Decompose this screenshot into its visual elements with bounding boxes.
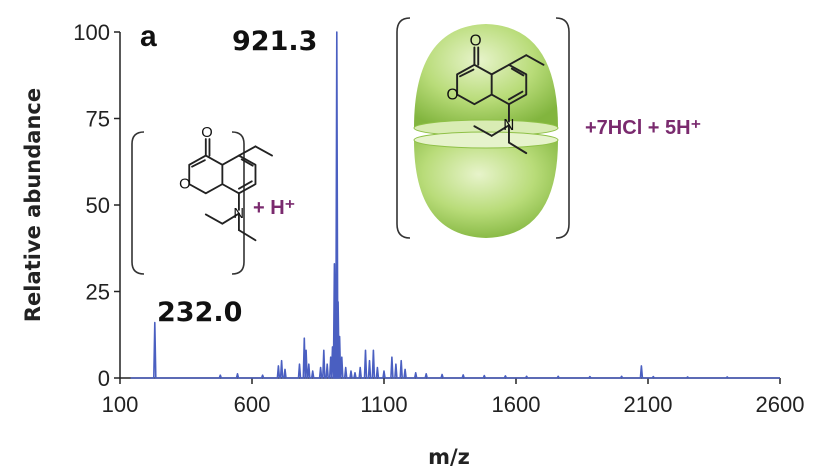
capsule-bottom-rim <box>413 131 559 149</box>
ion-label-h: + H⁺ <box>253 197 295 219</box>
spectrum-line <box>130 31 780 379</box>
svg-text:O: O <box>447 86 459 103</box>
y-tick-label: 100 <box>73 20 110 45</box>
x-tick-label: 1100 <box>360 392 407 417</box>
coumarin-right: O O N <box>447 33 545 155</box>
x-axis-title: m/z <box>428 445 470 469</box>
peak-label-232: 232.0 <box>157 297 242 328</box>
x-tick-label: 100 <box>102 392 139 417</box>
plot-area: 0 25 50 75 100 100 600 1100 1600 2100 2600 <box>73 20 804 417</box>
coumarin-left: O O N <box>179 125 273 242</box>
y-ticks: 0 25 50 75 100 <box>73 20 120 391</box>
x-tick-label: 600 <box>234 392 271 417</box>
panel-label: a <box>140 20 157 53</box>
x-tick-label: 1600 <box>492 392 541 417</box>
svg-text:O: O <box>201 125 212 141</box>
svg-text:O: O <box>470 33 482 50</box>
y-tick-label: 0 <box>98 366 110 391</box>
molecule-structure-right: O O N +7HCl + 5H⁺ <box>396 17 701 239</box>
bracket-right-close <box>555 17 570 239</box>
bracket-left-open <box>131 131 145 275</box>
capsule-bottom-half <box>414 140 558 238</box>
svg-text:N: N <box>503 117 514 134</box>
svg-text:N: N <box>233 206 244 222</box>
y-tick-label: 50 <box>86 193 110 218</box>
bracket-right-open <box>396 17 411 239</box>
bracket-left-close <box>231 131 245 275</box>
svg-text:O: O <box>179 177 190 193</box>
x-tick-label: 2600 <box>756 392 805 417</box>
molecule-structure-left: O O N + H⁺ <box>131 125 295 275</box>
x-tick-label: 2100 <box>624 392 673 417</box>
capsule-top-half <box>414 24 558 128</box>
y-axis-title: Relative abundance <box>21 88 45 322</box>
y-tick-label: 75 <box>86 107 110 132</box>
y-tick-label: 25 <box>86 280 110 305</box>
x-ticks: 100 600 1100 1600 2100 2600 <box>102 378 805 417</box>
peak-label-921: 921.3 <box>232 26 317 57</box>
ion-label-hcl: +7HCl + 5H⁺ <box>585 117 701 139</box>
